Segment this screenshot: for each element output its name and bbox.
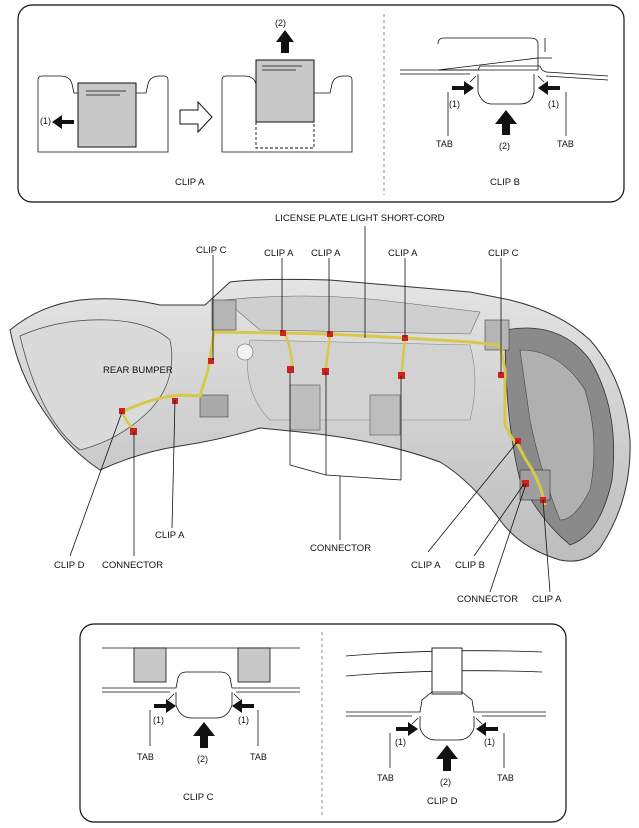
connector-right-label: CONNECTOR	[457, 594, 518, 605]
clip-b-label: CLIP B	[455, 560, 485, 571]
clip-c-illustration	[102, 647, 300, 748]
license-plate-cord-label: LICENSE PLATE LIGHT SHORT-CORD	[275, 213, 445, 224]
clip-c-push-up-arrow-icon	[193, 722, 215, 748]
clip-a-step1-illustration	[37, 75, 169, 153]
clip-b-illustration	[400, 37, 609, 136]
clip-d-caption: CLIP D	[427, 796, 458, 807]
clip-a-1-label: CLIP A	[264, 248, 294, 259]
wiring-harness	[121, 330, 547, 506]
clip-d-push-left-arrow-icon	[396, 722, 418, 736]
pull-up-arrow-icon	[276, 30, 294, 53]
clip-d-push-right-arrow-icon	[476, 722, 498, 736]
clip-b-push-right-arrow-icon	[538, 81, 560, 95]
clip-c-tab-right: TAB	[250, 752, 267, 762]
clip-a-step1-label: (1)	[40, 116, 51, 126]
clip-c-step1-left: (1)	[153, 715, 164, 725]
clip-b-caption: CLIP B	[490, 177, 520, 188]
clip-a-3-label: CLIP A	[388, 248, 418, 259]
clip-c-caption: CLIP C	[183, 792, 214, 803]
leader-lines	[69, 226, 551, 593]
clip-d-illustration	[345, 647, 546, 771]
pull-left-arrow-icon	[52, 115, 74, 129]
clip-b-step1-right: (1)	[548, 99, 559, 109]
clip-a-2-label: CLIP A	[311, 248, 341, 259]
clip-d-step1-right: (1)	[484, 737, 495, 747]
connector-center-label: CONNECTOR	[310, 543, 371, 554]
clip-a-step2-label: (2)	[275, 18, 286, 28]
clip-d-tab-right: TAB	[497, 773, 514, 783]
clip-c-left-label: CLIP C	[196, 245, 227, 256]
clip-c-push-right-arrow-icon	[232, 699, 254, 713]
clip-c-tab-left: TAB	[137, 752, 154, 762]
clip-a-lower-right-label: CLIP A	[411, 560, 441, 571]
clip-b-step1-left: (1)	[449, 99, 460, 109]
clip-b-push-up-arrow-icon	[495, 110, 517, 135]
clip-a-caption: CLIP A	[175, 177, 205, 188]
clip-d-step1-left: (1)	[395, 737, 406, 747]
clip-d-tab-left: TAB	[377, 773, 394, 783]
bottom-detail-panel: (1) (1) (2) TAB TAB CLIP C (1) (1) (2) T…	[79, 623, 567, 823]
clip-a-far-right-label: CLIP A	[532, 594, 562, 605]
clip-a-lower-left-label: CLIP A	[155, 530, 185, 541]
clip-d-label: CLIP D	[54, 560, 85, 571]
connector-left-label: CONNECTOR	[102, 560, 163, 571]
rear-bumper-label: REAR BUMPER	[103, 365, 173, 376]
clip-b-step2: (2)	[499, 141, 510, 151]
top-detail-panel: (1) (2) CLIP A	[17, 4, 625, 203]
clip-b-tab-left: TAB	[436, 139, 453, 149]
clip-d-push-up-arrow-icon	[436, 745, 458, 771]
clip-c-right-label: CLIP C	[488, 248, 519, 259]
clip-c-step2: (2)	[197, 754, 208, 764]
clip-c-step1-right: (1)	[238, 715, 249, 725]
clip-b-push-left-arrow-icon	[452, 81, 474, 95]
rear-bumper-illustration	[9, 278, 631, 562]
clip-c-push-left-arrow-icon	[154, 699, 176, 713]
clip-a-step2-illustration	[221, 30, 353, 153]
clip-d-step2: (2)	[440, 777, 451, 787]
then-arrow-icon	[179, 100, 213, 134]
clip-b-tab-right: TAB	[557, 139, 574, 149]
